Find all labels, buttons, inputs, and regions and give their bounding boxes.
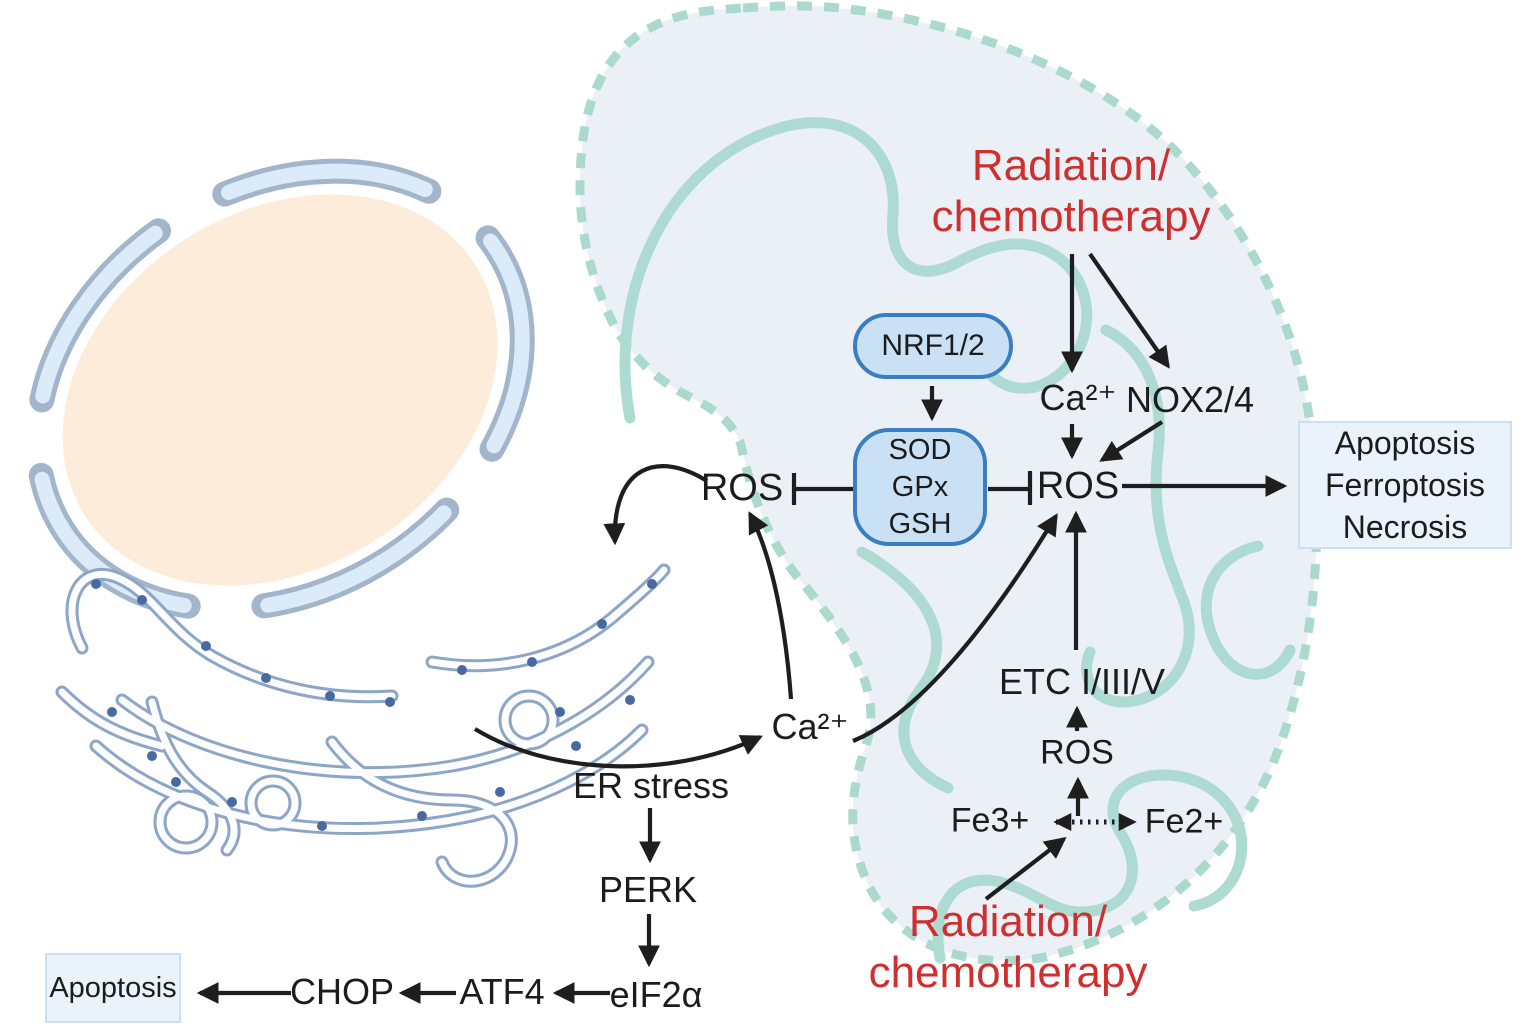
etc-label: ETC I/III/V (998, 661, 1166, 703)
ca-er-label: Ca²⁺ (771, 706, 849, 748)
radiation-chemotherapy-bottom-label: Radiation/ chemotherapy (868, 896, 1148, 997)
ros-center-label: ROS (1036, 464, 1120, 507)
outcome-box: Apoptosis Ferroptosis Necrosis (1298, 421, 1512, 549)
antioxidant-gpx: GPx (891, 470, 949, 503)
eif2a-label: eIF2α (609, 974, 703, 1016)
endoplasmic-reticulum-shape (55, 563, 671, 888)
fe3-label: Fe3+ (950, 801, 1030, 840)
arrow-nox-to-ros (1099, 420, 1164, 462)
ca-mito-label: Ca²⁺ (1039, 377, 1117, 419)
er-stress-label: ER stress (572, 765, 730, 807)
nox-label: NOX2/4 (1125, 379, 1255, 421)
arrow-er-to-ca (473, 727, 763, 769)
outcome-ferroptosis: Ferroptosis (1324, 467, 1486, 503)
nuclear-envelope-fill (30, 163, 530, 617)
mitochondrion-cristae (619, 117, 1296, 964)
antioxidant-gsh: GSH (888, 507, 952, 540)
apoptosis-box: Apoptosis (45, 953, 181, 1023)
pathway-arrows (196, 252, 1288, 1004)
arrow-radiation-to-fe (984, 837, 1067, 901)
nucleus-shape (25, 158, 535, 622)
ros-mito-label: ROS (1040, 733, 1114, 772)
arrow-ros-to-er (603, 464, 709, 546)
arrow-caer-to-ros-left (748, 511, 794, 700)
radiation-chemotherapy-top-label: Radiation/ chemotherapy (931, 140, 1211, 241)
outcome-apoptosis: Apoptosis (1334, 425, 1476, 461)
apoptosis-label: Apoptosis (49, 971, 177, 1004)
fe2-label: Fe2+ (1144, 802, 1224, 841)
ros-left-label: ROS (700, 466, 784, 509)
antioxidant-sod: SOD (888, 433, 952, 466)
outcome-necrosis: Necrosis (1342, 509, 1468, 545)
atf4-label: ATF4 (459, 971, 545, 1013)
arrow-radiation-to-nox (1088, 252, 1170, 369)
nrf-box: NRF1/2 (853, 313, 1013, 379)
perk-label: PERK (598, 869, 698, 911)
ribosome-dots (91, 579, 657, 831)
nrf-label: NRF1/2 (881, 329, 985, 362)
chop-label: CHOP (289, 971, 395, 1013)
antioxidant-box: SOD GPx GSH (853, 428, 987, 546)
arrow-caer-to-ros-center (852, 513, 1058, 743)
